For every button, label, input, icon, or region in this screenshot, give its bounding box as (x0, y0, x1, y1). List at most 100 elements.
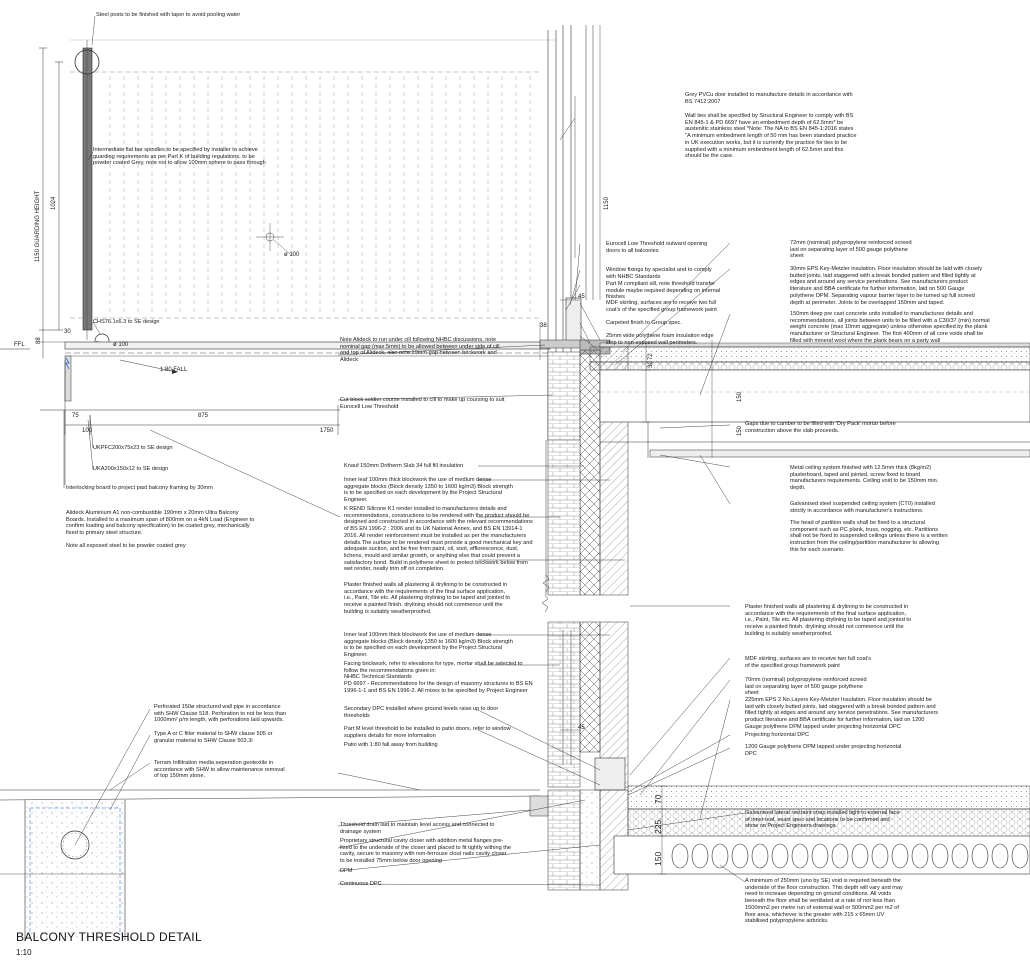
precast-voids (671, 843, 1029, 869)
threshold-drain (529, 795, 549, 817)
note-eps-bottom: 225mm EPS 2 No.Layers Key-Metzler Insula… (745, 697, 939, 730)
plank-void (751, 843, 769, 869)
dim-30: 30 (64, 329, 71, 335)
note-plaster-right: Plaster finished walls all plastering & … (745, 604, 912, 637)
note-mdf-bottom: MDF skirting, surfaces are to receive tw… (745, 656, 872, 669)
plank-void (871, 843, 889, 869)
plank-void (731, 843, 749, 869)
dim-phi100-spindle: ø 100 (284, 252, 300, 258)
note-facing-brick: Facing brickwork, refer to elevations fo… (344, 661, 533, 694)
dim-1150: 1150 (604, 197, 610, 210)
door-frame (565, 297, 582, 344)
plank-void (1011, 843, 1029, 869)
note-projecting-dpc: Projecting horizontal DPC (745, 732, 810, 738)
plank-void (811, 843, 829, 869)
dim-88: 88 (36, 337, 42, 344)
note-mdf-top: MDF skirting, surfaces are to receive tw… (606, 300, 717, 313)
plank-void (911, 843, 929, 869)
note-exposed-steel: Note all exposed steel to be powder coat… (66, 543, 186, 549)
note-cut-block: Cut block soldier course installed to ci… (340, 397, 505, 410)
note-alideck: Alideck Aluminium A1 non-combustible 190… (66, 510, 255, 537)
note-inner-leaf-bottom: Inner leaf 100mm thick blockwork the use… (344, 632, 513, 659)
dim-150-a: 150 (737, 391, 743, 402)
screed (589, 346, 1030, 363)
note-void: A minimum of 250mm (uno by SE) void is r… (745, 878, 903, 925)
note-chs: CHS76.1x6.3 to SE design (93, 319, 160, 325)
note-spindles: Intermediate flat bar spindles to be spe… (93, 147, 266, 167)
plank-void (671, 843, 689, 869)
plank-void (691, 843, 709, 869)
plank-void (851, 843, 869, 869)
threshold-sill (539, 339, 586, 349)
note-steel-posts: Steel posts to be finished with taper to… (96, 12, 241, 18)
note-alideck-run: Note Alideck to run under cill following… (340, 337, 500, 364)
drip-icon (65, 357, 70, 370)
lower-floor (613, 785, 1030, 875)
note-carpet: Carpeted finish to Group spec. (606, 320, 682, 326)
note-patio: Patio with 1:80 fall away from building (344, 742, 438, 748)
wall-lower (541, 594, 629, 891)
precast-plank (599, 369, 1030, 423)
dim-150-b: 150 (737, 425, 743, 436)
note-dpm-1200: 1200 Gauge polythene DPM lapped under pr… (745, 744, 902, 757)
dim-72: 72 (648, 353, 654, 360)
dim-875: 875 (198, 413, 209, 419)
note-continuous-dpc: Continuous DPC (340, 881, 382, 887)
note-krend: K REND Silicone K1 render installed to m… (344, 506, 533, 573)
note-uka: UKA200x150x12 to SE design (93, 466, 169, 472)
note-knauf: Knauf 150mm Dritherm Slab 34 full fill i… (344, 463, 464, 469)
cavity-insulation (579, 349, 601, 596)
note-eps-top: 30mm EPS Key-Metzler insulation. Floor i… (790, 266, 983, 306)
note-perforated-pipe: Perforated 150ø structured wall pipe in … (154, 704, 287, 724)
note-threshold-drain: Threshold drain laid to maintain level a… (340, 822, 495, 835)
note-screed-bottom: 70mm (nominal) polypropylene reinforced … (745, 677, 867, 697)
dim-45-bottom: 45 (578, 725, 585, 731)
dim-1750: 1750 (320, 428, 334, 434)
note-part-m-sill: Part M compliant sill, note threshold tr… (606, 281, 721, 301)
ground-patio (0, 789, 549, 940)
label-fall: 1:80 FALL (160, 367, 188, 373)
note-polythene-strip: 25mm wide polythene foam insulation edge… (606, 333, 714, 346)
plank-void (711, 843, 729, 869)
note-plaster-left: Plaster finished walls all plastering & … (344, 582, 511, 615)
plank-void (771, 843, 789, 869)
note-screed-top: 72mm (nominal) polypropylene reinforced … (790, 240, 912, 260)
beam-block-floor (613, 835, 1030, 875)
plank-void (991, 843, 1009, 869)
upper-floor (589, 340, 1030, 458)
drawing-scale: 1:10 (16, 948, 32, 957)
note-dpm: DPM (340, 868, 353, 874)
note-galv-strap: Galvanised lateral restraint strap insta… (745, 810, 900, 830)
dim-225: 225 (653, 819, 663, 834)
note-partition-head: The head of partition walls shall be fix… (790, 520, 948, 553)
note-eurocell: Eurocell Low Threshold outward opening d… (606, 241, 708, 254)
plank-void (951, 843, 969, 869)
dim-38: 38 (540, 323, 547, 329)
note-geotextile: Terram Infiltration media seperation geo… (154, 760, 285, 780)
note-window-fixings: Window fixings by specialist and to comp… (606, 267, 712, 280)
plank-void (791, 843, 809, 869)
plank-void (971, 843, 989, 869)
dim-phi100-chs: ø 100 (113, 342, 129, 348)
ceiling-board (649, 449, 1030, 458)
dim-guarding-height: 1150 GUARDING HEIGHT (35, 190, 41, 262)
note-cavity-closer: Proprietary structural cavity closer wit… (340, 838, 512, 865)
dim-70: 70 (653, 794, 663, 804)
plank-void (931, 843, 949, 869)
dim-30b: 30 (648, 361, 654, 368)
note-grey-door: Grey PVCu door installed to manufacture … (685, 92, 853, 105)
note-ukpfc: UKPFC200x75x23 to SE design (93, 445, 173, 451)
note-gaps: Gaps due to camber to be filled with 'Dr… (745, 421, 896, 434)
facing-brickwork (547, 439, 581, 596)
note-interlocking: Interlocking board to project past balco… (66, 485, 213, 491)
dim-45-top: 45 (578, 294, 585, 300)
steel-post (82, 47, 93, 331)
dim-150-c: 150 (653, 851, 663, 866)
plank-void (831, 843, 849, 869)
leader-lines (63, 15, 746, 886)
note-filter: Type A or C filter material to SHW claus… (154, 731, 273, 744)
note-part-m-threshold: Part M level threshold to be installed t… (344, 726, 511, 739)
note-galvanised-ceiling: Galvanised steel suspended ceiling syste… (790, 501, 935, 514)
dimension-lines (40, 299, 666, 875)
